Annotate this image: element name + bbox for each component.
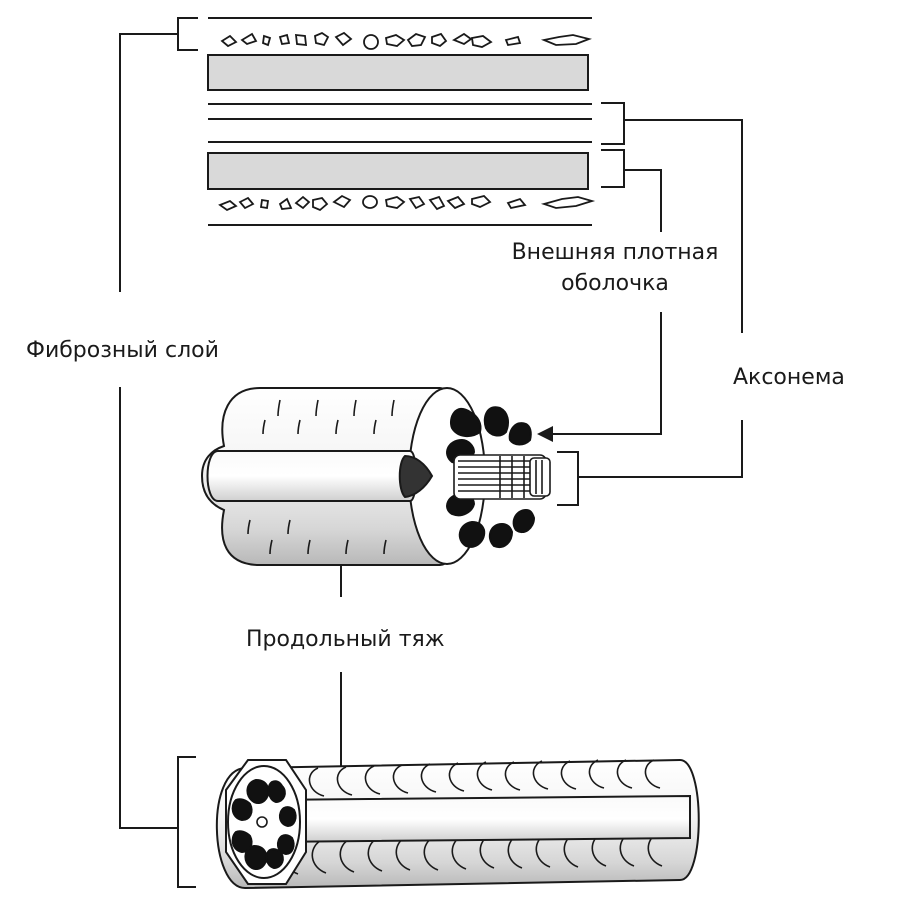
fibrous-layer-label: Фиброзный слой <box>26 338 219 363</box>
longitudinal-column-label: Продольный тяж <box>246 627 445 652</box>
fibrous-layer-top-bracket <box>177 17 198 51</box>
end-face-fibers <box>231 778 297 870</box>
sheath-leader-top <box>624 169 662 232</box>
outer-dense-sheath-label-line1: Внешняя плотная <box>511 240 719 265</box>
longitudinal-section <box>207 17 596 226</box>
axoneme-leader-bottom <box>578 420 743 478</box>
axoneme-label: Аксонема <box>733 365 845 390</box>
sheath-arrowhead <box>537 426 553 442</box>
fibrous-layer-leader-top <box>119 33 178 292</box>
end-piece-3d <box>215 758 700 890</box>
fibrous-particles-top <box>220 31 592 50</box>
longitudinal-column-band <box>261 794 691 844</box>
principal-piece-3d <box>200 387 551 566</box>
outer-dense-sheath-label-line2: оболочка <box>561 271 669 296</box>
end-face-center <box>256 816 268 828</box>
longitudinal-column-bar <box>206 450 417 502</box>
axoneme-3d-bracket <box>557 451 579 506</box>
outer-dense-fiber-upper <box>207 54 589 91</box>
fibrous-layer-leader-bottom <box>119 387 178 829</box>
column-cross-section <box>398 454 434 499</box>
outer-dense-fibers <box>446 406 536 548</box>
axoneme-leader-top <box>624 119 743 333</box>
sheath-top-bracket <box>601 149 625 188</box>
outer-dense-fiber-lower <box>207 152 589 190</box>
sheath-leader-bottom <box>552 312 662 435</box>
fibrous-layer-bottom-bracket <box>177 756 196 888</box>
axoneme-core <box>453 454 551 500</box>
surface-grooves <box>247 399 395 555</box>
fibrous-particles-bottom <box>218 194 596 212</box>
axoneme-top-bracket <box>601 102 625 145</box>
